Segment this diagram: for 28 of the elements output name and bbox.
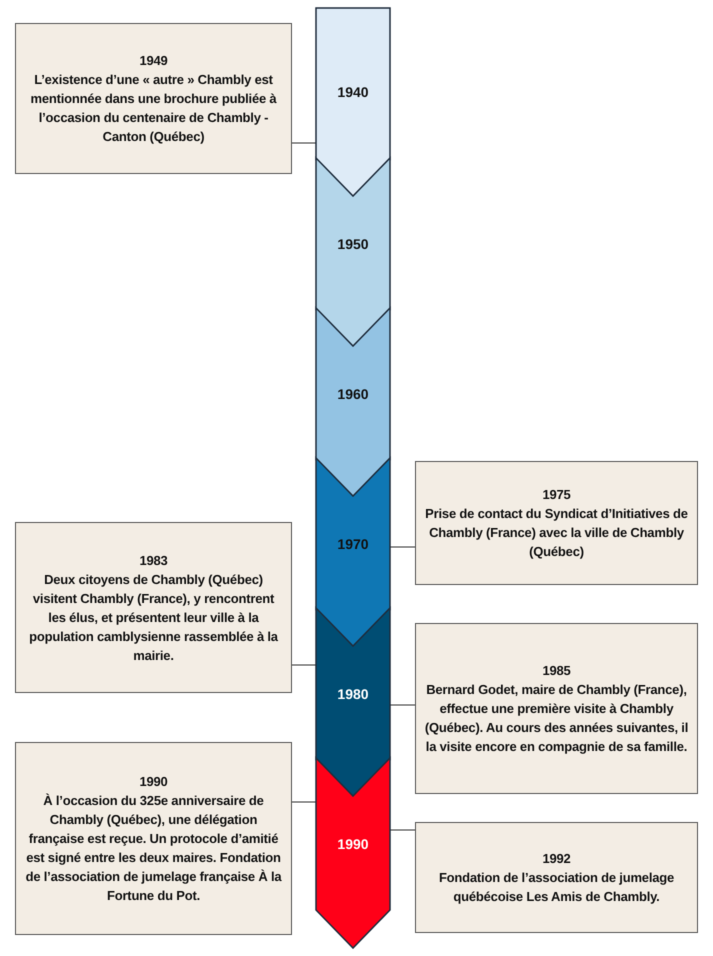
leader-line [292,142,316,144]
decade-label: 1990 [336,836,370,852]
event-year: 1985 [542,662,571,680]
event-card [15,23,292,174]
decade-label: 1980 [336,686,370,702]
leader-line [390,546,416,548]
event-card [415,461,698,585]
event-description: Fondation de l’association de jumelage québécoise Les Amis de Chambly. [438,869,676,906]
event-year: 1990 [139,773,168,791]
event-description: À l’occasion du 325e anniversaire de Chambly (Québec), une délégation française est reçue. Un protocole d’amitié est signé entre les deux maires. Fondation de l’association de jumelage française À la Fortune du Pot. [24,792,283,905]
decade-label: 1950 [336,236,370,252]
event-card [15,742,292,935]
event-card [15,522,292,693]
event-card [415,623,698,794]
decade-label: 1960 [336,386,370,402]
event-year: 1983 [139,552,168,570]
event-year: 1949 [139,52,168,70]
event-description: Bernard Godet, maire de Chambly (France), effectue une première visite à Chambly (Québec). Au cours des années suivantes, il la visite encore en compagnie de sa famille. [424,681,689,756]
timeline-band [316,758,390,948]
event-year: 1992 [542,850,571,868]
event-description: L’existence d’une « autre » Chambly est mentionnée dans une brochure publiée à l’occasion du centenaire de Chambly -Canton (Québec) [30,71,278,146]
event-year: 1975 [542,486,571,504]
event-description: Prise de contact du Syndicat d’Initiatives de Chambly (France) avec la ville de Chambly (Québec) [424,505,689,561]
decade-label: 1970 [336,536,370,552]
leader-line [292,664,316,666]
event-description: Deux citoyens de Chambly (Québec) visitent Chambly (France), y rencontrent les élus, et présentent leur ville à la population camblysienne rassemblée à la mairie. [28,570,279,664]
leader-line [390,704,416,706]
event-card [415,822,698,933]
